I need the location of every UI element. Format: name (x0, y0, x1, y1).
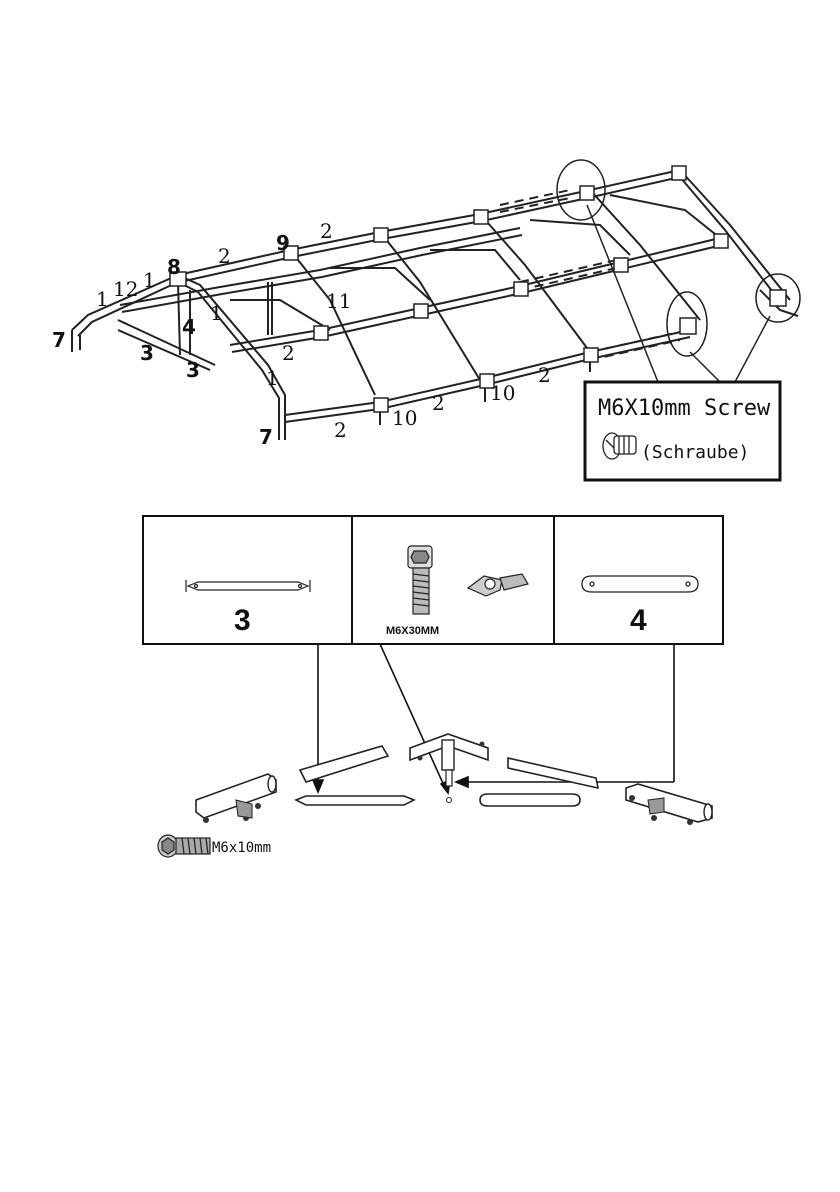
left-brace (296, 796, 414, 805)
frame-label: 2 (218, 244, 231, 268)
flat-brace-icon (186, 580, 310, 592)
dashed-extensions (500, 190, 680, 360)
screw-label: M6x10mm (212, 840, 271, 856)
left-arch-tube (300, 746, 388, 782)
frame-label: 10 (392, 406, 417, 430)
ridge-assembly: M6x10mm (158, 734, 712, 857)
part-4-number: 4 (630, 604, 647, 637)
frame-label: 3 (186, 358, 200, 382)
frame-label: 1 (210, 301, 223, 325)
screw-closeup-icon (158, 835, 210, 857)
assembly-arrows (313, 644, 674, 793)
frame-label: 10 (490, 381, 515, 405)
frame-label: 2 (282, 341, 295, 365)
frame-label: 9 (276, 231, 290, 255)
screw-callout: M6X10mm Screw (Schraube) (585, 382, 780, 480)
frame-label: 2 (334, 418, 347, 442)
frame-label: 2 (320, 219, 333, 243)
part-3-number: 3 (234, 604, 251, 637)
callout-subtitle: (Schraube) (641, 442, 749, 463)
frame-label: 2 (432, 391, 445, 415)
parts-table: 3 M6X30MM (143, 516, 723, 644)
ridge-connector (410, 734, 488, 803)
frame-label: 12 (113, 277, 138, 301)
frame-label: 8 (167, 255, 181, 279)
frame-label: 3 (140, 341, 154, 365)
callout-title: M6X10mm Screw (598, 396, 771, 421)
frame-label: 1 (143, 268, 156, 292)
frame-label: 11 (326, 289, 351, 313)
frame-label: 1 (96, 287, 109, 311)
frame-label: 7 (259, 425, 273, 449)
right-brace (480, 794, 580, 806)
frame-label: 2 (538, 363, 551, 387)
bolt-label: M6X30MM (386, 625, 439, 637)
left-eave-tube (196, 774, 276, 823)
frame-label: 1 (266, 366, 279, 390)
right-arch-tube (508, 758, 598, 788)
right-eave-tube (626, 784, 712, 825)
frame-label: 4 (182, 315, 196, 339)
brace-plate-icon (582, 576, 698, 592)
frame-label: 7 (52, 328, 66, 352)
